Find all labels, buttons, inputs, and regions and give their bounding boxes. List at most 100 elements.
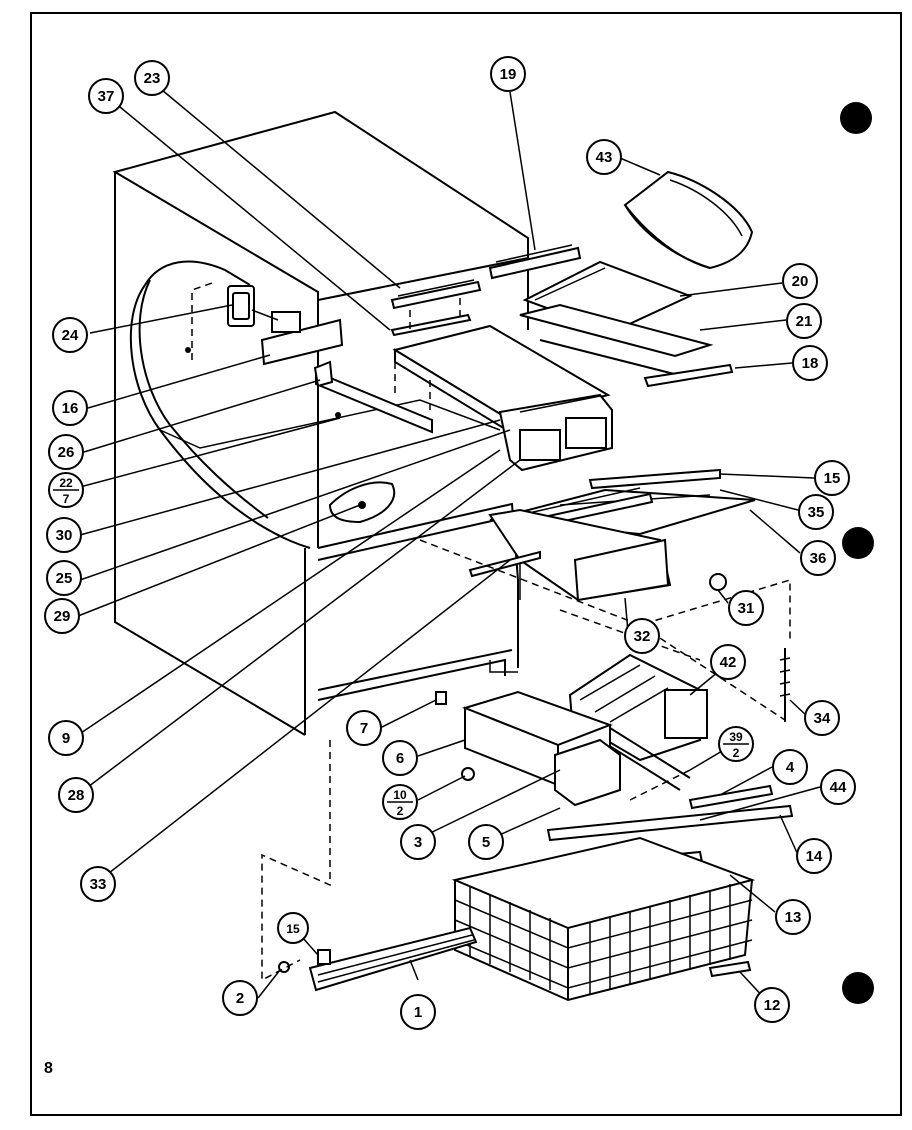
- svg-text:6: 6: [396, 750, 404, 767]
- knob-31: [709, 573, 727, 591]
- svg-text:44: 44: [830, 779, 847, 796]
- svg-text:42: 42: [720, 654, 737, 671]
- svg-text:2: 2: [397, 804, 404, 818]
- callout-15-lower: 15: [277, 912, 309, 944]
- control-16: [251, 309, 344, 366]
- svg-text:29: 29: [54, 608, 71, 625]
- svg-text:19: 19: [500, 66, 517, 83]
- callout-37: 37: [88, 78, 124, 114]
- svg-text:30: 30: [56, 527, 73, 544]
- page-number: 8: [44, 1060, 53, 1077]
- callout-24: 24: [52, 317, 88, 353]
- callout-19: 19: [490, 56, 526, 92]
- wire-basket-13: [451, 836, 756, 1002]
- rail-23: [390, 279, 482, 310]
- svg-text:15: 15: [824, 470, 841, 487]
- callout-10-over-2: 10 2: [382, 784, 418, 820]
- svg-text:25: 25: [56, 570, 73, 587]
- svg-text:4: 4: [786, 759, 795, 776]
- svg-text:1: 1: [414, 1004, 422, 1021]
- callout-23: 23: [134, 60, 170, 96]
- svg-text:37: 37: [98, 88, 115, 105]
- callout-34: 34: [804, 700, 840, 736]
- svg-text:31: 31: [738, 600, 755, 617]
- callout-3: 3: [400, 824, 436, 860]
- callout-9: 9: [48, 720, 84, 756]
- rail-15: [588, 468, 721, 490]
- callout-28: 28: [58, 777, 94, 813]
- callout-20: 20: [782, 263, 818, 299]
- strip-18: [643, 363, 734, 388]
- svg-text:24: 24: [62, 327, 79, 344]
- svg-text:5: 5: [482, 834, 490, 851]
- svg-text:9: 9: [62, 730, 70, 747]
- bolt-7: [435, 691, 447, 705]
- svg-text:36: 36: [810, 550, 827, 567]
- svg-text:15: 15: [286, 922, 300, 936]
- callout-44: 44: [820, 769, 856, 805]
- svg-text:22: 22: [59, 476, 73, 490]
- registration-dot: [840, 102, 872, 134]
- svg-text:13: 13: [785, 909, 802, 926]
- callout-32: 32: [624, 618, 660, 654]
- callout-25: 25: [46, 560, 82, 596]
- callout-36: 36: [800, 540, 836, 576]
- svg-text:18: 18: [802, 355, 819, 372]
- svg-text:34: 34: [814, 710, 831, 727]
- front-rail-1: [278, 926, 478, 992]
- registration-dot: [842, 972, 874, 1004]
- callout-15-upper: 15: [814, 460, 850, 496]
- callout-43: 43: [586, 139, 622, 175]
- callout-42: 42: [710, 644, 746, 680]
- svg-text:43: 43: [596, 149, 613, 166]
- svg-text:3: 3: [414, 834, 422, 851]
- svg-text:12: 12: [764, 997, 781, 1014]
- callout-39-over-2: 39 2: [718, 726, 754, 762]
- callout-4: 4: [772, 749, 808, 785]
- shelf-21: [519, 303, 714, 379]
- strip-4: [688, 784, 774, 810]
- rail-19: [488, 244, 582, 280]
- svg-text:7: 7: [63, 492, 70, 506]
- callout-26: 26: [48, 434, 84, 470]
- tray-housing: [498, 393, 613, 472]
- svg-text:14: 14: [806, 848, 823, 865]
- callout-1: 1: [400, 994, 436, 1030]
- svg-text:10: 10: [393, 788, 407, 802]
- svg-text:28: 28: [68, 787, 85, 804]
- strip-12: [708, 960, 752, 978]
- callout-18: 18: [792, 345, 828, 381]
- callout-14: 14: [796, 838, 832, 874]
- svg-text:2: 2: [733, 746, 740, 760]
- leader-lines: [77, 89, 821, 1001]
- callout-5: 5: [468, 824, 504, 860]
- callout-6: 6: [382, 740, 418, 776]
- thermostat-24: [227, 285, 255, 327]
- callout-16: 16: [52, 390, 88, 426]
- callout-29: 29: [44, 598, 80, 634]
- callout-22-over-7: 22 7: [48, 472, 84, 508]
- svg-text:23: 23: [144, 70, 161, 87]
- svg-text:39: 39: [729, 730, 743, 744]
- cabinet: [112, 110, 529, 736]
- callout-35: 35: [798, 494, 834, 530]
- washer-10: [461, 767, 475, 781]
- callout-2: 2: [222, 980, 258, 1016]
- callout-21: 21: [786, 303, 822, 339]
- callout-33: 33: [80, 866, 116, 902]
- svg-text:26: 26: [58, 444, 75, 461]
- rail-37: [390, 313, 472, 337]
- callout-31: 31: [728, 590, 764, 626]
- svg-text:32: 32: [634, 628, 651, 645]
- callout-13: 13: [775, 899, 811, 935]
- svg-text:35: 35: [808, 504, 825, 521]
- svg-text:2: 2: [236, 990, 244, 1007]
- registration-dot: [842, 527, 874, 559]
- cover-43: [623, 170, 754, 270]
- svg-text:16: 16: [62, 400, 79, 417]
- screw-34: [779, 648, 791, 722]
- svg-text:20: 20: [792, 273, 809, 290]
- svg-text:33: 33: [90, 876, 107, 893]
- svg-text:7: 7: [360, 720, 368, 737]
